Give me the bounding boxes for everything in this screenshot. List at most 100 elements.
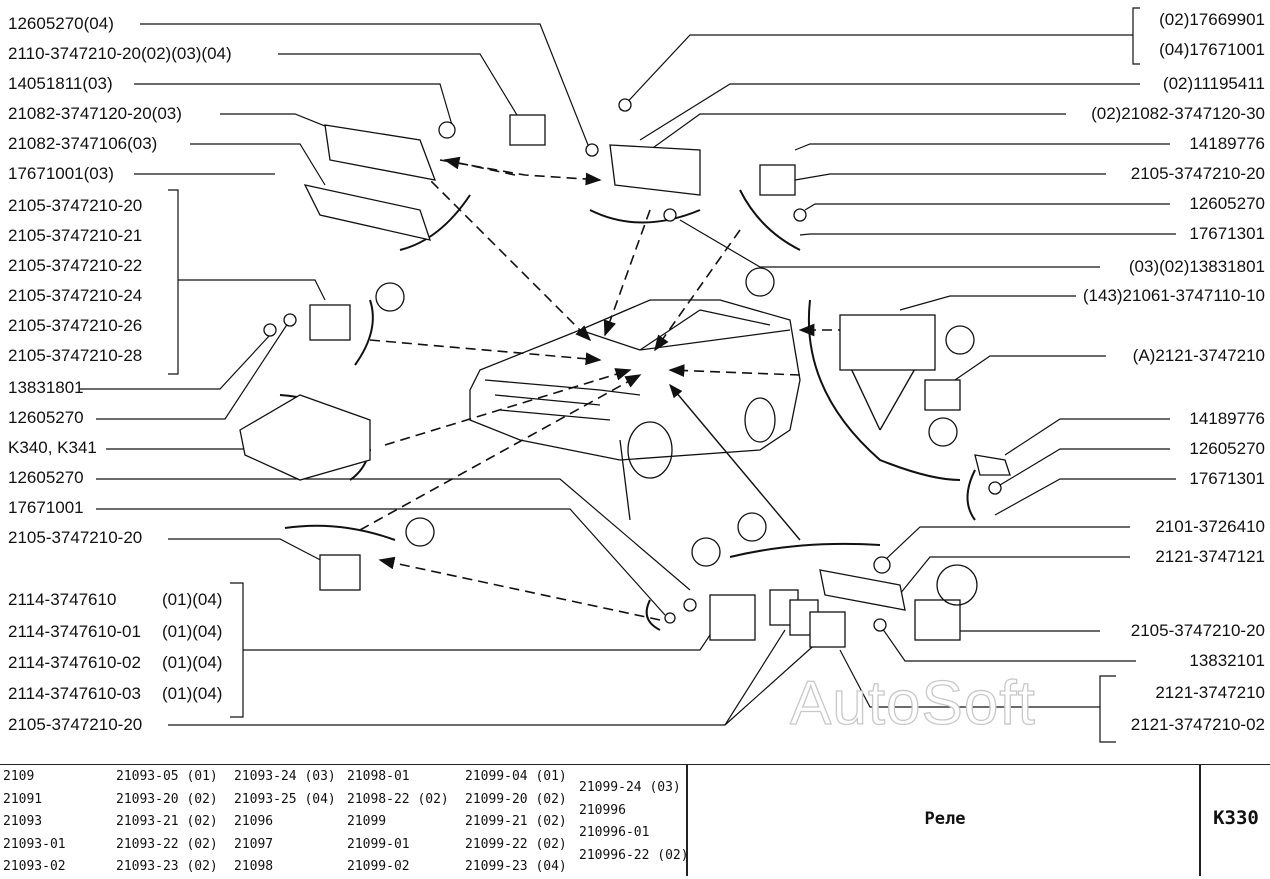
model-code: 21093-02 [3,859,66,874]
model-code: 21093-23 (02) [116,859,218,874]
model-code: 21099-22 (02) [465,836,567,852]
right-label: 2105-3747210-20 [1130,164,1265,183]
leader-line [278,53,521,121]
pictograms [375,267,978,606]
model-code: 21097 [234,836,274,852]
right-label: (02)11195411 [1162,74,1265,93]
leader-line [140,23,591,151]
leader-line [679,219,1100,268]
leader-line [649,113,1066,151]
leader-line [639,83,1140,141]
left-label: 12605270 [8,468,84,487]
right-label: 17671301 [1189,224,1265,243]
right-label: 2121-3747210 [1155,683,1265,702]
leader-line [96,478,691,591]
solid-arrow [669,383,801,541]
model-code: 21093 [3,814,43,829]
left-label: 17671001(03) [8,164,114,183]
model-code: 21093-25 (04) [234,791,336,807]
model-code: 21093-24 (03) [234,769,336,784]
arrow [369,339,602,366]
model-code: 21093-22 (02) [116,836,218,852]
model-code: 21093-21 (02) [116,814,218,829]
right-label: (04)17671001 [1159,40,1265,59]
left-label: 2114-3747610-02 [8,653,141,672]
left-label-suffix: (01)(04) [162,684,223,703]
model-column: 2109 21091 21093 21093-01 21093-02 [3,766,66,879]
leader-line [220,113,336,131]
right-label: 2121-3747121 [1155,547,1265,566]
car-outline [469,299,801,521]
leader-line [899,295,1076,311]
left-label: 12605270 [8,408,84,427]
leader-line [1004,418,1170,456]
left-label: 2105-3747210-22 [8,256,143,275]
group-arc [807,299,961,481]
arrow [378,556,661,621]
left-label: 2105-3747210-26 [8,316,143,335]
left-label: 2114-3747610 [8,590,117,609]
leader-line [243,619,721,651]
right-label: (03)(02)13831801 [1128,257,1265,276]
bracket [1099,675,1116,743]
model-code: 210996 [579,802,626,818]
model-code: 21096 [234,814,274,829]
brake-icon [928,417,958,447]
right-label: 13832101 [1189,651,1265,670]
leader-line [999,448,1170,486]
model-column: 21093-24 (03) 21093-25 (04) 21096 21097 … [234,766,336,879]
group-arc [739,189,801,251]
bracket [168,189,179,375]
model-code: 21091 [3,791,43,807]
group-arc [589,209,701,224]
model-code: 21093-05 (01) [116,769,218,784]
leader-line [799,233,1176,236]
group-arc [284,524,396,541]
fan-icon [375,282,405,312]
relay-components [239,98,1011,648]
arrow [384,368,632,446]
left-label: 12605270(04) [8,14,114,33]
left-label: K340, K341 [8,438,97,457]
leader-line [619,34,1133,111]
right-label: (02)17669901 [1159,10,1265,29]
right-label: (02)21082-3747120-30 [1091,104,1265,123]
model-column: 21099-04 (01) 21099-20 (02) 21099-21 (02… [465,766,567,879]
leader-line [794,143,1170,151]
model-code: 21099-24 (03) [579,780,681,795]
right-label: 14189776 [1189,409,1265,428]
lightning-icon [745,267,775,297]
leader-line [794,173,1106,181]
arrow [439,159,602,186]
parts-diagram [80,7,1176,743]
model-code: 21099-20 (02) [465,791,567,807]
left-label-suffix: (01)(04) [162,590,223,609]
arrow [359,374,642,531]
left-label: 2105-3747210-28 [8,346,143,365]
fog-lamp-icon [405,517,435,547]
group-arc [645,599,661,631]
divider [686,765,688,876]
right-label: 17671301 [1189,469,1265,488]
leader-line [80,334,271,390]
left-label-suffix: (01)(04) [162,653,223,672]
group-arc [729,542,881,558]
model-code: 210996-22 (02) [579,847,689,863]
arrow [443,156,516,176]
arrow [603,209,651,337]
model-column: 21099-24 (03) 210996 210996-01 210996-22… [579,777,689,867]
leader-line [178,279,326,301]
leader-line [724,639,821,726]
sheet-title: Реле [924,809,966,829]
model-code: 21099-02 [347,859,410,874]
group-arc [354,299,374,366]
right-label: 14189776 [1189,134,1265,153]
model-code: 21099-01 [347,836,410,852]
bracket [1132,7,1140,65]
left-label: 17671001 [8,498,84,517]
model-column: 21098-01 21098-22 (02) 21099 21099-01 21… [347,766,449,879]
model-code: 21093-20 (02) [116,791,218,807]
left-label: 2105-3747210-20 [8,528,143,547]
left-label: 2114-3747610-01 [8,622,141,641]
left-label: 2105-3747210-20 [8,715,143,734]
